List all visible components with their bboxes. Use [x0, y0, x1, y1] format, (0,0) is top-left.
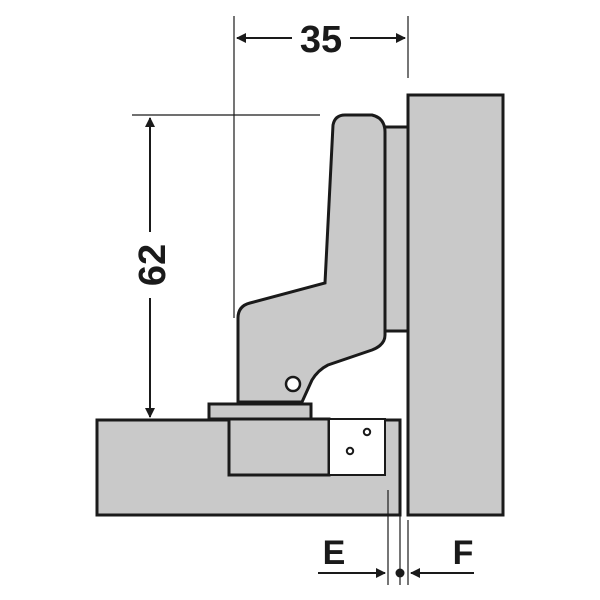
- cup-flange: [207, 402, 313, 421]
- height-dimension-label: 62: [132, 244, 174, 286]
- screw-hole-2: [345, 446, 355, 456]
- reference-dot: [395, 568, 405, 578]
- hinge-arm: [236, 113, 387, 404]
- hinge-cup: [227, 417, 331, 477]
- width-dimension-label: 35: [300, 19, 342, 61]
- screw-hole-1: [362, 427, 372, 437]
- cup-side-block: [328, 418, 386, 476]
- mounting-plate: [381, 125, 410, 333]
- f-label: F: [453, 534, 474, 572]
- pivot-pin: [284, 375, 302, 393]
- e-label: E: [323, 534, 346, 572]
- side-panel: [406, 93, 505, 517]
